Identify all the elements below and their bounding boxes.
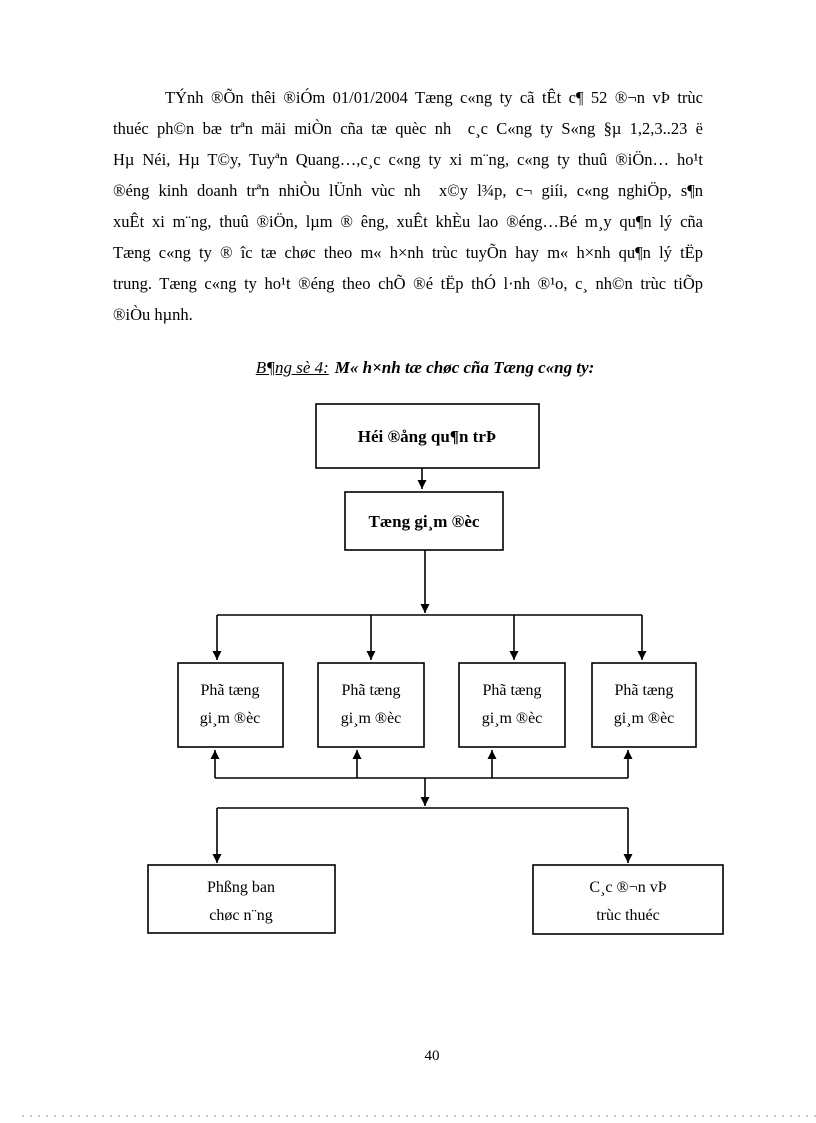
org-box-deputy-4	[591, 662, 697, 748]
paragraph-line: ®éng kinh doanh trªn nhiÒu lÜnh vùc nh x…	[113, 181, 703, 200]
org-box-deputy-3	[458, 662, 566, 748]
paragraph-line: trung. Tæng c«ng ty ho¹t ®éng theo chÕ ®…	[113, 274, 703, 293]
caption-title: M« h×nh tæ chøc cña Tæng c«ng ty:	[334, 358, 595, 377]
paragraph-line: ®iÒu hµnh.	[113, 305, 193, 324]
org-box-units	[532, 864, 724, 935]
org-box-functional-line2: chøc n¨ng	[209, 907, 273, 924]
paragraph-line: Hµ Néi, Hµ T©y, Tuyªn Quang…,c¸c c«ng ty…	[113, 150, 703, 169]
org-box-functional	[147, 864, 336, 934]
org-box-deputy-1-line1: Phã tæng	[200, 682, 259, 699]
org-box-deputy-1-line2: gi¸m ®èc	[200, 710, 261, 727]
paragraph-line: Tæng c«ng ty ® îc tæ chøc theo m« h×nh t…	[113, 243, 703, 262]
org-box-deputy-4-line1: Phã tæng	[614, 682, 673, 699]
org-box-general-director	[344, 491, 504, 551]
org-box-deputy-2-line2: gi¸m ®èc	[341, 710, 402, 727]
org-box-deputy-2-line1: Phã tæng	[341, 682, 400, 699]
paragraph-line: TÝnh ®Õn thêi ®iÓm 01/01/2004 Tæng c«ng …	[165, 88, 703, 107]
org-box-deputy-3-line2: gi¸m ®èc	[482, 710, 543, 727]
org-box-board-label: Héi ®ång qu¶n trÞ	[358, 427, 497, 446]
caption-label: B¶ng sè 4:	[255, 358, 329, 377]
body-paragraph: TÝnh ®Õn thêi ®iÓm 01/01/2004 Tæng c«ng …	[113, 82, 703, 330]
org-box-functional-line1: Phßng ban	[207, 879, 275, 896]
org-box-board	[315, 403, 540, 469]
org-box-deputy-2	[317, 662, 425, 748]
org-box-units-line2: trùc thuéc	[596, 907, 660, 924]
paragraph-line: xuÊt xi m¨ng, thuû ®iÖn, lµm ® êng, xuÊt…	[113, 212, 703, 231]
bottom-dotted-line	[22, 1115, 816, 1117]
org-box-general-director-label: Tæng gi¸m ®èc	[369, 512, 480, 531]
org-box-deputy-4-line2: gi¸m ®èc	[614, 710, 675, 727]
org-box-deputy-3-line1: Phã tæng	[482, 682, 541, 699]
page-number: 40	[424, 1048, 440, 1064]
org-box-units-line1: C¸c ®¬n vÞ	[589, 879, 666, 896]
figure-caption: B¶ng sè 4: M« h×nh tæ chøc cña Tæng c«ng …	[113, 352, 703, 383]
org-box-deputy-1	[177, 662, 284, 748]
paragraph-line: thuéc ph©n bæ trªn mäi miÒn cña tæ quèc …	[113, 119, 703, 138]
